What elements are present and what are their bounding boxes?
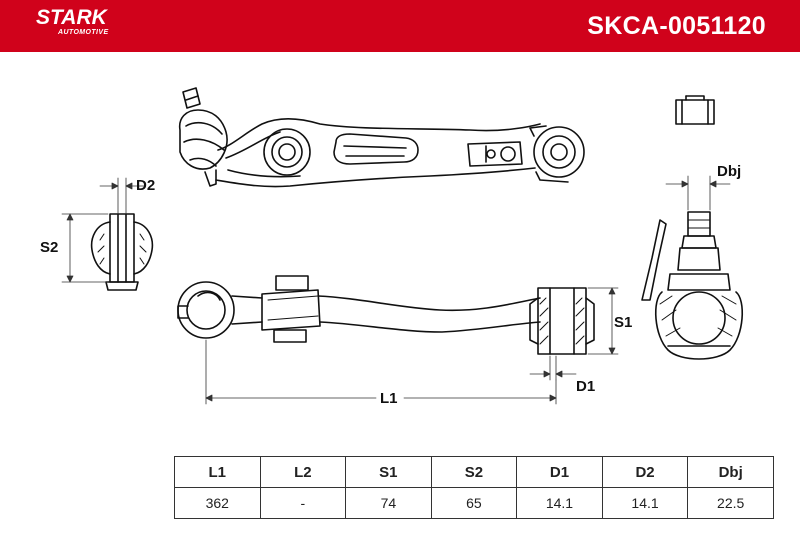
value-cell-s1: 74	[345, 487, 432, 519]
header-cell-l1: L1	[174, 456, 261, 488]
value-cell-d1: 14.1	[516, 487, 603, 519]
value-cell-dbj: 22.5	[687, 487, 774, 519]
part-number: SKCA-0051120	[587, 12, 766, 40]
header-cell-d2: D2	[601, 456, 689, 488]
value-cell-l2: -	[259, 487, 347, 519]
ball-joint-section	[641, 211, 744, 360]
dimension-lines	[61, 175, 731, 405]
header-cell-dbj: Dbj	[687, 456, 774, 488]
specs-value-row: 362 - 74 65 14.1 14.1 22.5	[174, 487, 774, 519]
technical-drawing: D2 S2 Dbj S1 L1 D1	[40, 87, 744, 407]
label-d1: D1	[576, 378, 595, 395]
value-cell-s2: 65	[430, 487, 518, 519]
brand-name: STARK	[36, 6, 107, 29]
header-cell-d1: D1	[516, 456, 603, 488]
specs-header-row: L1 L2 S1 S2 D1 D2 Dbj	[174, 456, 774, 488]
label-l1: L1	[380, 390, 398, 407]
label-s2: S2	[40, 239, 58, 256]
header-cell-l2: L2	[259, 456, 347, 488]
value-cell-d2: 14.1	[601, 487, 689, 519]
label-dbj: Dbj	[717, 163, 741, 180]
brand-subtitle: AUTOMOTIVE	[58, 29, 109, 36]
label-s1: S1	[614, 314, 632, 331]
lock-nut	[675, 95, 715, 125]
value-cell-l1: 362	[174, 487, 261, 519]
small-bushing-view	[90, 213, 154, 291]
specs-table: L1 L2 S1 S2 D1 D2 Dbj 362 - 74 65 14.1 1…	[174, 456, 774, 519]
header-cell-s2: S2	[430, 456, 518, 488]
header-cell-s1: S1	[345, 456, 432, 488]
label-d2: D2	[136, 177, 155, 194]
control-arm-side-view	[177, 275, 595, 355]
header-bar: STARK AUTOMOTIVE SKCA-0051120	[0, 0, 800, 52]
control-arm-top-view	[178, 87, 585, 188]
brand-logo: STARK AUTOMOTIVE	[36, 6, 108, 37]
